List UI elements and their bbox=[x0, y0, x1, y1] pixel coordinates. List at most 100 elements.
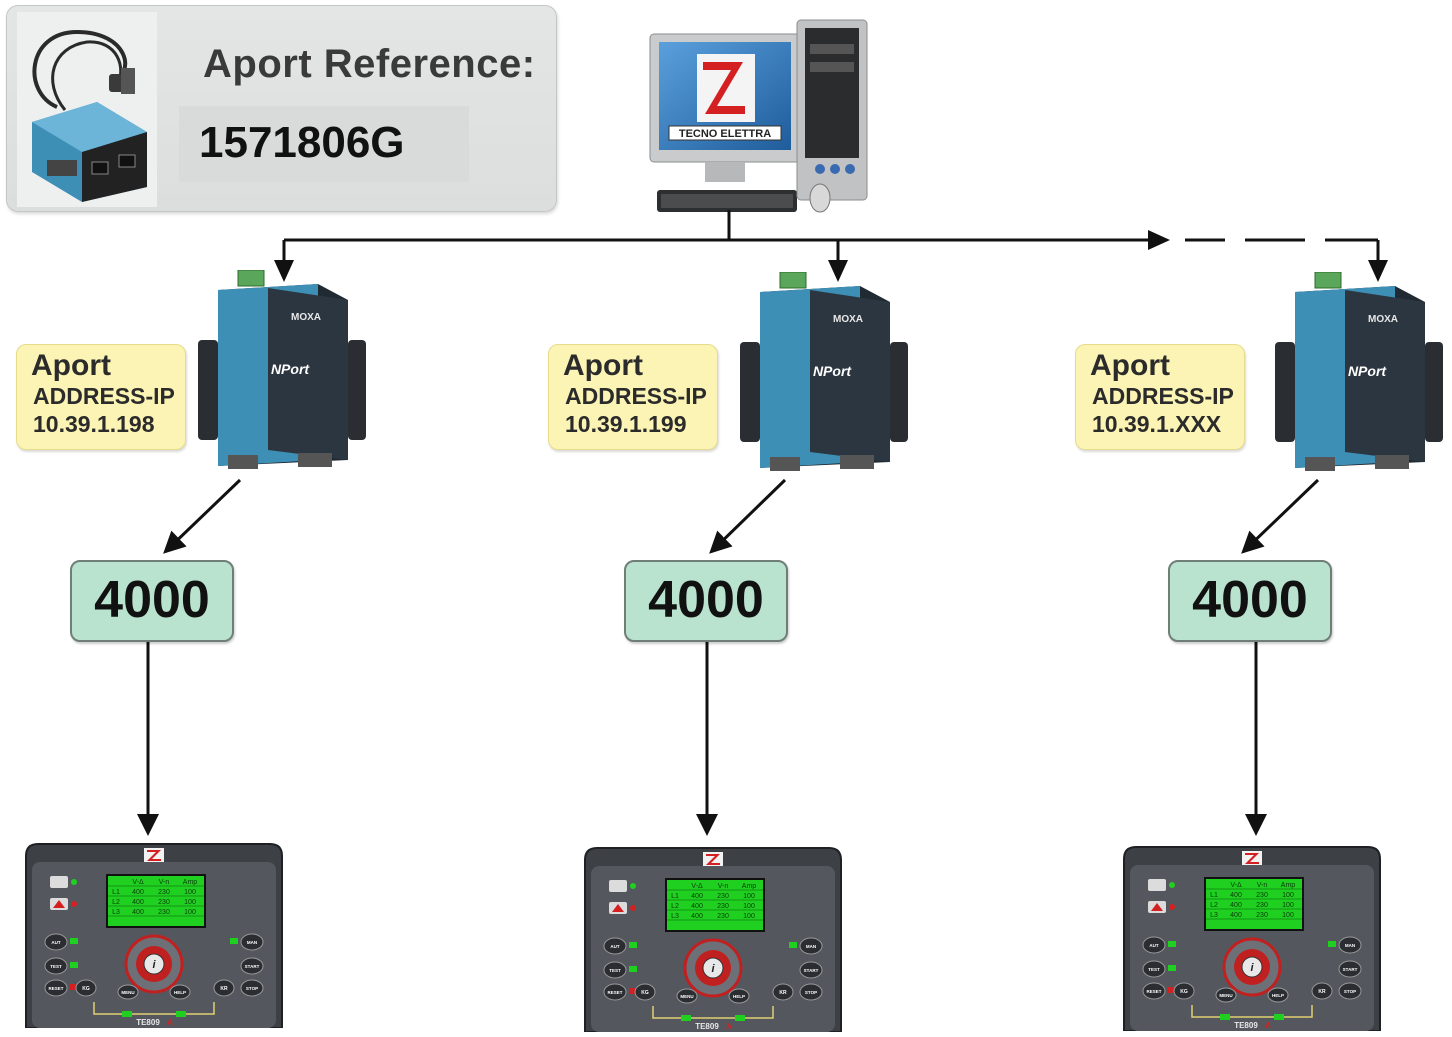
button-aut bbox=[603, 937, 627, 955]
button-start-label: START bbox=[245, 964, 260, 969]
lcd-cell: 100 bbox=[743, 903, 755, 910]
info-icon: i bbox=[1250, 962, 1254, 974]
gateway-1-port: 4000 bbox=[94, 571, 210, 629]
button-man-label: MAN bbox=[247, 940, 257, 945]
lcd-cell: 230 bbox=[158, 889, 170, 896]
lcd-screen bbox=[108, 876, 204, 926]
lcd-cell: 400 bbox=[132, 909, 144, 916]
info-button-icon bbox=[1241, 956, 1263, 978]
gateway-3-ip: 10.39.1.XXX bbox=[1092, 411, 1222, 437]
button-help-label: HELP bbox=[733, 994, 745, 999]
device-2-model: NPort bbox=[813, 363, 852, 379]
gateway-1-ip: 10.39.1.198 bbox=[33, 411, 155, 437]
gateway-3-port-box: 4000 bbox=[1168, 560, 1332, 642]
led-indicator bbox=[1328, 941, 1336, 947]
breaker-led bbox=[681, 1015, 691, 1021]
gateway-2-address-label: ADDRESS-IP bbox=[565, 383, 707, 409]
controller-model-suffix: A bbox=[167, 1018, 173, 1027]
button-start-label: START bbox=[1343, 967, 1358, 972]
controller-logo-mark bbox=[706, 854, 720, 865]
button-reset-label: RESET bbox=[1146, 989, 1161, 994]
button-help bbox=[728, 988, 750, 1004]
lcd-cell: 100 bbox=[184, 889, 196, 896]
led-indicator bbox=[70, 938, 78, 944]
lcd-header-3: Amp bbox=[1281, 882, 1296, 889]
button-kr-label: KR bbox=[779, 990, 787, 996]
button-help bbox=[1267, 987, 1289, 1003]
power-led bbox=[1169, 882, 1175, 888]
info-icon: i bbox=[711, 963, 715, 975]
button-reset bbox=[603, 983, 627, 1001]
breaker-line bbox=[93, 1002, 215, 1015]
controller-model-label: TE809 bbox=[1234, 1021, 1258, 1030]
device-1-brand: MOXA bbox=[291, 312, 321, 323]
controller-model-suffix: A bbox=[1265, 1021, 1271, 1030]
alarm-triangle-icon bbox=[1151, 903, 1163, 911]
gateway-2-address-box: Aport ADDRESS-IP 10.39.1.199 bbox=[548, 344, 718, 450]
lcd-cell: 100 bbox=[184, 909, 196, 916]
breaker-led bbox=[176, 1011, 186, 1017]
power-led bbox=[71, 879, 77, 885]
lcd-cell: L2 bbox=[112, 899, 120, 906]
button-kg bbox=[1173, 982, 1195, 1000]
button-kg bbox=[634, 983, 656, 1001]
power-icon bbox=[50, 876, 68, 888]
gateway-3-address-box: Aport ADDRESS-IP 10.39.1.XXX bbox=[1075, 344, 1245, 450]
button-test-label: TEST bbox=[1148, 967, 1160, 972]
led-indicator bbox=[230, 938, 238, 944]
lcd-cell: L2 bbox=[1210, 902, 1218, 909]
controller-logo-mark bbox=[1245, 853, 1259, 864]
button-aut-label: AUT bbox=[51, 940, 60, 945]
gateway-1-name: Aport bbox=[31, 349, 111, 382]
lcd-cell: 100 bbox=[1282, 912, 1294, 919]
computer-icon: TECNO ELETTRA bbox=[649, 19, 868, 213]
lcd-cell: L3 bbox=[1210, 912, 1218, 919]
lcd-cell: 400 bbox=[1230, 892, 1242, 899]
gateway-1-port-box: 4000 bbox=[70, 560, 234, 642]
button-man bbox=[1338, 936, 1362, 954]
button-man bbox=[799, 937, 823, 955]
lcd-cell: 400 bbox=[1230, 902, 1242, 909]
lcd-cell: L1 bbox=[112, 889, 120, 896]
alarm-led bbox=[630, 905, 636, 911]
reference-panel: Aport Reference: 1571806G bbox=[6, 5, 557, 212]
button-menu-label: MENU bbox=[121, 990, 134, 995]
led-indicator bbox=[1168, 941, 1176, 947]
alarm-triangle-icon bbox=[612, 904, 624, 912]
button-man bbox=[240, 933, 264, 951]
gateway-2-name: Aport bbox=[563, 349, 643, 382]
breaker-led bbox=[735, 1015, 745, 1021]
led-indicator bbox=[1168, 965, 1176, 971]
button-aut-label: AUT bbox=[1149, 943, 1158, 948]
power-icon bbox=[1148, 879, 1166, 891]
button-stop-label: STOP bbox=[246, 986, 258, 991]
lcd-cell: 400 bbox=[132, 889, 144, 896]
moxa-nport-device-3: MOXA NPort bbox=[1275, 272, 1443, 471]
led-indicator bbox=[70, 984, 78, 990]
controller-logo-mark bbox=[147, 850, 161, 861]
power-icon bbox=[609, 880, 627, 892]
lcd-cell: L3 bbox=[671, 913, 679, 920]
button-kg-label: KG bbox=[1180, 989, 1188, 995]
lcd-cell: 100 bbox=[743, 913, 755, 920]
lcd-cell: 100 bbox=[184, 899, 196, 906]
button-stop-label: STOP bbox=[1344, 989, 1356, 994]
led-indicator bbox=[789, 942, 797, 948]
controller-model-suffix: A bbox=[726, 1022, 732, 1031]
lcd-cell: 230 bbox=[717, 913, 729, 920]
gateway-2-port: 4000 bbox=[648, 571, 764, 629]
lcd-cell: 230 bbox=[158, 909, 170, 916]
button-reset-label: RESET bbox=[48, 986, 63, 991]
lcd-header-3: Amp bbox=[183, 879, 198, 886]
button-help bbox=[169, 984, 191, 1000]
lcd-cell: 230 bbox=[158, 899, 170, 906]
lcd-cell: 230 bbox=[1256, 912, 1268, 919]
lcd-header-1: V-Δ bbox=[691, 883, 703, 890]
